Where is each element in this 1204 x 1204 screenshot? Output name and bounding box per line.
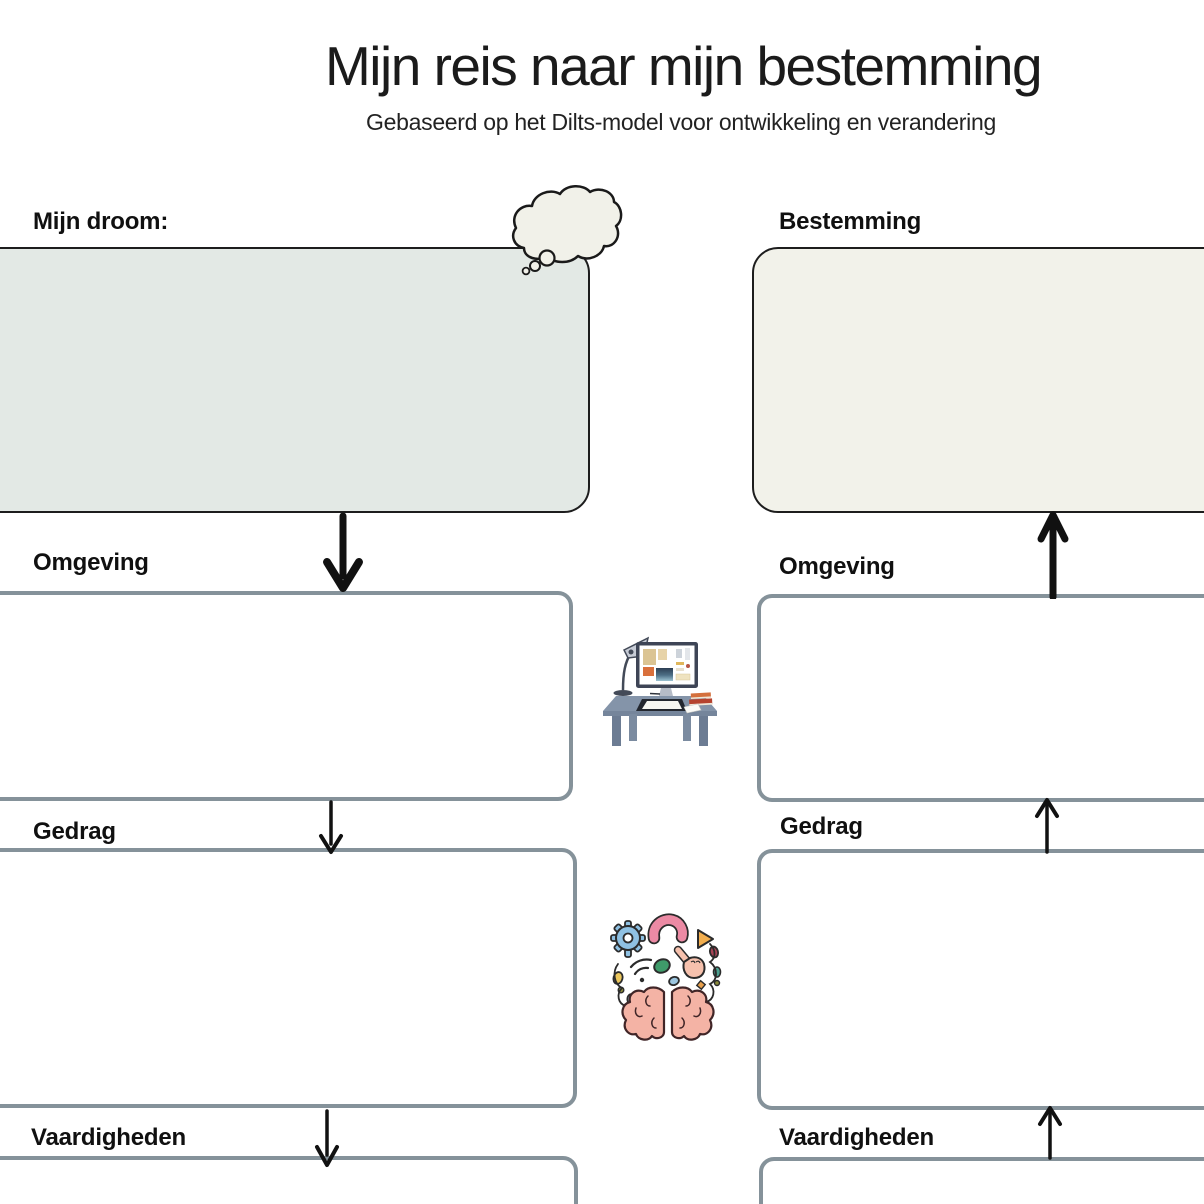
right-vaardigheden-input-box[interactable] [759,1157,1204,1204]
lamp-arm [621,652,633,691]
left-level-label-omgeving: Omgeving [33,549,149,576]
desk-leg [683,714,691,741]
destination-label: Bestemming [779,208,922,235]
left-vaardigheden-input-box[interactable] [0,1156,578,1204]
right-gedrag-input-box[interactable] [757,849,1204,1110]
page-title: Mijn reis naar mijn bestemming [324,35,1043,97]
desk-leg [699,716,708,746]
arrow-up-vaardigheden-to-gedrag [1038,1106,1062,1160]
olive-dot [713,979,721,987]
pink-arc-icon [647,913,689,945]
desk-workspace-illustration [603,636,717,746]
left-omgeving-input-box[interactable] [0,591,573,801]
decorative-curve [705,943,717,1003]
gear-icon [610,920,646,958]
arrow-down-gedrag-to-vaardigheden [315,1109,339,1167]
wifi-icon [629,958,653,983]
brain-icon [621,986,715,1041]
creative-brain-illustration [610,913,722,1041]
pointing-hand-icon [673,945,706,979]
monitor-stand [659,688,673,696]
left-level-label-vaardigheden: Vaardigheden [31,1124,186,1151]
dream-label: Mijn droom: [33,208,169,235]
decorative-curve [613,963,627,1007]
right-level-label-vaardigheden: Vaardigheden [779,1124,934,1151]
books [689,692,713,706]
lamp-base [613,690,633,696]
dream-input-box[interactable] [0,247,590,513]
left-level-label-gedrag: Gedrag [33,818,116,845]
arrow-down-omgeving-to-gedrag [319,800,343,854]
right-level-label-omgeving: Omgeving [779,553,895,580]
orange-diamond [695,979,707,991]
thought-cloud-icon [512,185,623,276]
right-level-label-gedrag: Gedrag [780,813,863,840]
play-triangle-icon [697,929,714,949]
destination-input-box[interactable] [752,247,1204,513]
left-gedrag-input-box[interactable] [0,848,577,1108]
arrow-up-gedrag-to-omgeving [1035,798,1059,854]
right-omgeving-input-box[interactable] [757,594,1204,802]
arrow-up-omgeving-to-bestemming [1037,511,1069,599]
desk-leg [612,716,621,746]
pen [649,692,661,695]
desk-edge [603,711,717,716]
page-subtitle: Gebaseerd op het Dilts-model voor ontwik… [366,109,996,135]
green-oval [653,958,671,974]
desk-leg [629,714,637,741]
blue-oval [668,975,680,987]
paper-sheet [683,703,702,714]
arrow-down-dream-to-omgeving [323,512,363,592]
